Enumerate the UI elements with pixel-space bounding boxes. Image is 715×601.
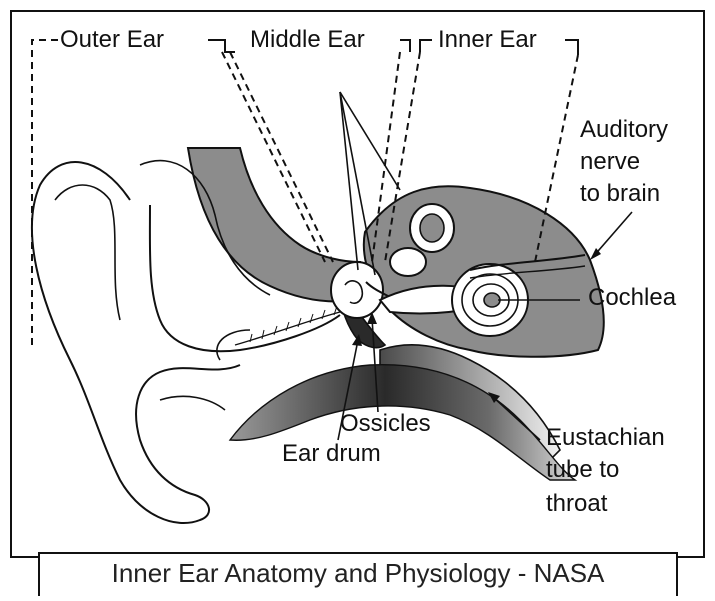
label-eustachian-line3: throat — [546, 490, 607, 518]
label-ear-drum: Ear drum — [282, 440, 381, 468]
semicircular-canal-1-inner — [420, 214, 444, 242]
label-middle-ear: Middle Ear — [250, 26, 365, 54]
outer-ear-bracket-right — [208, 40, 235, 52]
label-inner-ear: Inner Ear — [438, 26, 537, 54]
semicircular-canal-2 — [390, 248, 426, 276]
inner-ear-bracket-left — [420, 40, 432, 52]
cochlea-center — [484, 293, 500, 307]
pointer-line-1 — [340, 92, 358, 270]
label-auditory-nerve-line1: Auditory — [580, 116, 668, 144]
tragus-fold — [217, 330, 250, 360]
middle-ear-bracket-right — [400, 40, 410, 52]
label-ossicles: Ossicles — [340, 410, 431, 438]
label-auditory-nerve-line3: to brain — [580, 180, 660, 208]
label-cochlea: Cochlea — [588, 284, 676, 312]
label-eustachian-line1: Eustachian — [546, 424, 665, 452]
helix-fold — [55, 185, 120, 320]
caption: Inner Ear Anatomy and Physiology - NASA — [38, 556, 678, 590]
label-outer-ear: Outer Ear — [60, 26, 164, 54]
lobe-fold — [160, 396, 225, 410]
inner-ear-bracket-right — [565, 40, 578, 55]
label-auditory-nerve-line2: nerve — [580, 148, 640, 176]
label-eustachian-line2: tube to — [546, 456, 619, 484]
